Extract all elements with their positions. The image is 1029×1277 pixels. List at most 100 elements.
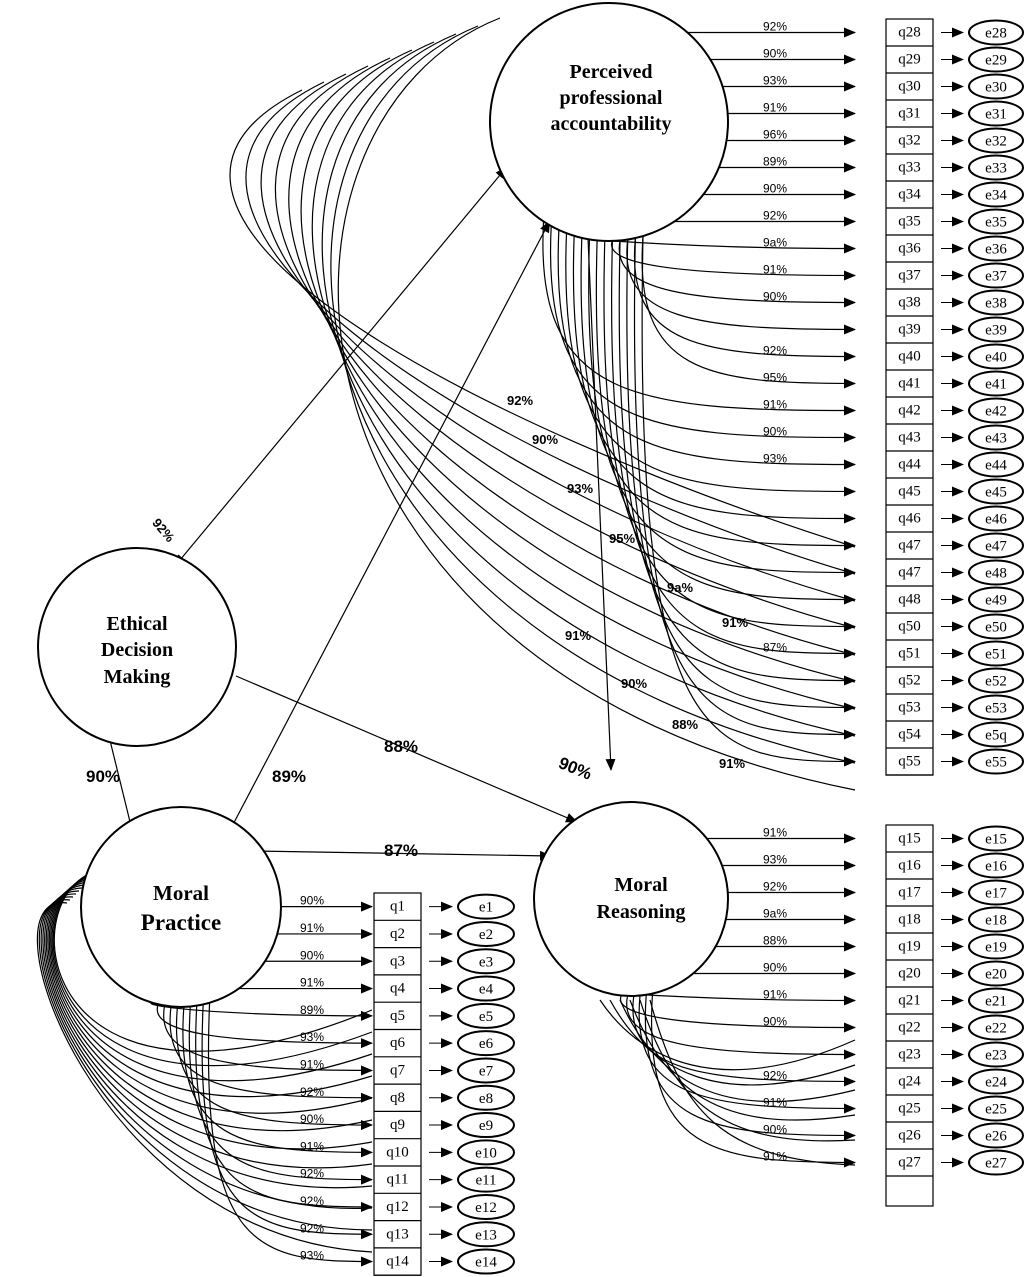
error-term-e31	[968, 100, 1024, 127]
error-label-e44: e44	[985, 458, 1007, 474]
error-term-e21	[968, 987, 1024, 1014]
indicator-box-q47: q47	[898, 565, 921, 581]
error-label-e48: e48	[985, 566, 1007, 582]
path-label-ppa-mp: 89%	[272, 767, 306, 786]
path-label-edm-mr: 88%	[384, 737, 418, 756]
loading-line-q40	[633, 237, 856, 362]
indicator-box-q7: q7	[390, 1062, 406, 1078]
loading-line-q5	[150, 1002, 373, 1021]
path-label-mp-mr: 87%	[384, 841, 418, 860]
latent-ppa-line-3: accountability	[550, 113, 671, 135]
indicator-box-q31: q31	[898, 106, 921, 122]
latent-ethical-decision-making: Ethical Decision Making	[37, 547, 237, 747]
ppa-covariance-label: 91%	[565, 628, 591, 643]
error-label-e6: e6	[479, 1036, 494, 1052]
error-label-e41: e41	[985, 377, 1007, 393]
indicator-box-q11: q11	[387, 1172, 409, 1188]
error-label-e27: e27	[985, 1156, 1007, 1172]
loading-label-q34: 90%	[763, 182, 787, 196]
indicator-box-q33: q33	[898, 160, 921, 176]
error-term-e17	[968, 879, 1024, 906]
loading-label-q30: 93%	[763, 74, 787, 88]
error-label-e29: e29	[985, 53, 1007, 69]
error-term-e15	[968, 825, 1024, 852]
loading-label-q19: 88%	[763, 934, 787, 948]
error-term-e39	[968, 316, 1024, 343]
loading-label-q13: 92%	[300, 1221, 324, 1235]
loading-line-q26	[644, 994, 856, 1141]
error-label-e40: e40	[985, 350, 1007, 366]
error-term-e3	[457, 948, 515, 975]
indicator-box-q48: q48	[898, 592, 921, 608]
loading-label-q6: 93%	[300, 1030, 324, 1044]
latent-ppa-line-2: professional	[560, 87, 663, 109]
indicator-box-q18: q18	[898, 912, 921, 928]
mr-indicator-column	[885, 824, 934, 1207]
ppa-covariance-label: 9a%	[667, 580, 693, 595]
indicator-box-q26: q26	[898, 1128, 921, 1144]
error-term-e51	[968, 640, 1024, 667]
loading-label-q22: 90%	[763, 1015, 787, 1029]
loading-label-q2: 91%	[300, 921, 324, 935]
loading-label-q20: 90%	[763, 961, 787, 975]
loading-line-q55	[641, 236, 856, 767]
indicator-box-q47: q47	[898, 538, 921, 554]
path-label-edm-mp: 90%	[86, 767, 120, 786]
loading-label-q25: 91%	[763, 1096, 787, 1110]
error-label-e12: e12	[475, 1200, 497, 1216]
latent-ppa-line-1: Perceived	[570, 61, 653, 83]
error-term-e5q	[968, 721, 1024, 748]
loading-label-q33: 89%	[763, 155, 787, 169]
error-term-e26	[968, 1122, 1024, 1149]
loading-line-q13	[201, 1004, 373, 1240]
error-term-e16	[968, 852, 1024, 879]
error-term-e14	[457, 1248, 515, 1275]
error-term-e46	[968, 505, 1024, 532]
error-term-e45	[968, 478, 1024, 505]
indicator-box-q51: q51	[898, 646, 921, 662]
error-term-e25	[968, 1095, 1024, 1122]
indicator-box-q25: q25	[898, 1101, 921, 1117]
error-label-e15: e15	[985, 832, 1007, 848]
error-label-e49: e49	[985, 593, 1007, 609]
error-label-e10: e10	[475, 1145, 497, 1161]
indicator-box-q5: q5	[390, 1008, 405, 1024]
loading-label-q12: 92%	[300, 1194, 324, 1208]
indicator-box-q24: q24	[898, 1074, 921, 1090]
indicator-box-q37: q37	[898, 268, 921, 284]
loading-label-q51: 87%	[763, 641, 787, 655]
error-term-e32	[968, 127, 1024, 154]
latent-edm-line-1: Ethical	[106, 613, 168, 635]
error-term-e36	[968, 235, 1024, 262]
loading-label-q24: 92%	[763, 1069, 787, 1083]
error-label-e23: e23	[985, 1048, 1007, 1064]
mp-covariance-arc	[45, 887, 373, 1150]
mp-covariance-arc	[40, 896, 373, 1209]
indicator-box-q23: q23	[898, 1047, 921, 1063]
indicator-box-q43: q43	[898, 430, 921, 446]
indicator-box-q54: q54	[898, 727, 921, 743]
error-term-e49	[968, 586, 1024, 613]
indicator-box-q15: q15	[898, 831, 921, 847]
error-term-e22	[968, 1014, 1024, 1041]
indicator-box-q41: q41	[898, 376, 921, 392]
indicator-box-q21: q21	[898, 993, 921, 1009]
loading-line-q7	[163, 1005, 373, 1076]
indicator-box-q2: q2	[390, 926, 405, 942]
error-term-e41	[968, 370, 1024, 397]
mp-covariance-arc	[44, 890, 373, 1169]
error-term-e33	[968, 154, 1024, 181]
loading-line-q8	[169, 1006, 373, 1103]
error-term-e4	[457, 975, 515, 1002]
error-term-e37	[968, 262, 1024, 289]
error-label-e13: e13	[475, 1227, 497, 1243]
latent-perceived-professional-accountability: Perceived professional accountability	[489, 2, 729, 242]
loading-label-q42: 91%	[763, 398, 787, 412]
error-label-e8: e8	[479, 1091, 493, 1107]
error-term-e2	[457, 920, 515, 947]
loading-line-q11	[188, 1006, 373, 1185]
indicator-box-q38: q38	[898, 295, 921, 311]
loading-line-q41	[641, 235, 856, 389]
loading-label-q37: 91%	[763, 263, 787, 277]
error-label-e18: e18	[985, 913, 1007, 929]
